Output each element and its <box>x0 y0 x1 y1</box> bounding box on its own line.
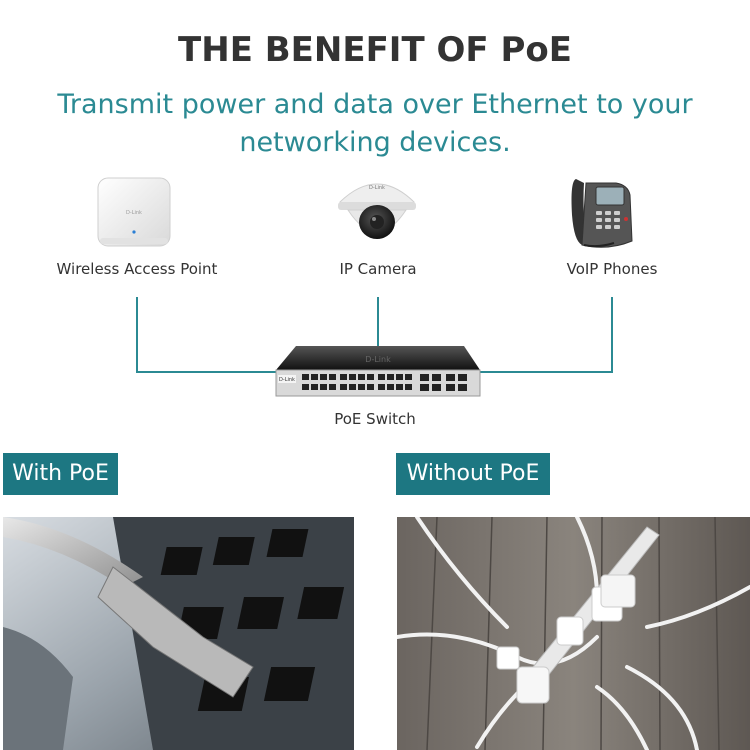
switch-label: PoE Switch <box>334 410 416 428</box>
page-subtitle: Transmit power and data over Ethernet to… <box>57 89 693 158</box>
wireless-access-point-icon: D-Link <box>97 177 171 247</box>
device-label-ip-camera: IP Camera <box>339 260 417 278</box>
svg-text:D-Link: D-Link <box>279 377 295 383</box>
ip-camera-icon: D-Link <box>338 183 416 239</box>
poe-switch-icon: D-Link D-Link <box>275 346 481 397</box>
device-label-wireless-access-point: Wireless Access Point <box>56 260 218 278</box>
without-poe-photo <box>397 517 750 750</box>
connection-lines <box>136 297 613 373</box>
voip-phone-icon <box>571 179 633 248</box>
with-poe-tag: With PoE <box>3 453 118 495</box>
page-title: THE BENEFIT OF PoE <box>178 30 572 70</box>
svg-text:D-Link: D-Link <box>126 210 142 216</box>
svg-text:D-Link: D-Link <box>369 185 385 191</box>
svg-text:D-Link: D-Link <box>365 355 391 364</box>
with-poe-photo <box>3 517 354 750</box>
device-label-voip-phones: VoIP Phones <box>566 260 658 278</box>
without-poe-tag: Without PoE <box>396 453 550 495</box>
